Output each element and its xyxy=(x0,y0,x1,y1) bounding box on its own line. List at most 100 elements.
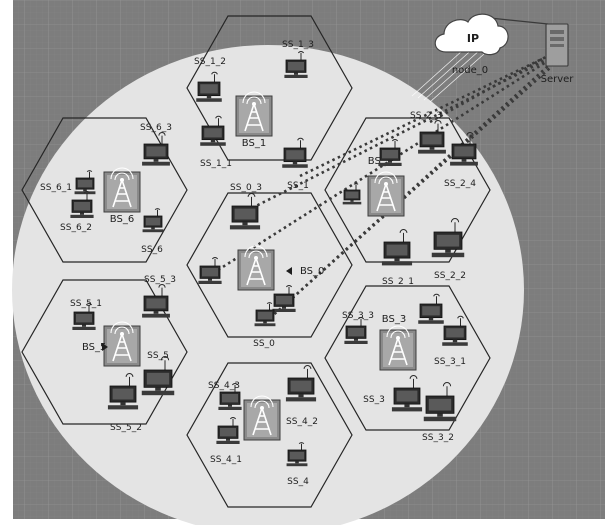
antenna-tower-icon xyxy=(374,171,398,212)
subscriber-station-ss-4[interactable]: SS_4 xyxy=(286,442,310,487)
base-station-bs-2[interactable]: BS_2 xyxy=(367,156,405,217)
workstation-icon xyxy=(286,442,308,467)
ip-cloud-node[interactable]: IP node_0 xyxy=(434,13,509,76)
subscriber-station-label: SS_4 xyxy=(287,477,309,487)
cloud-title: IP xyxy=(467,32,479,45)
subscriber-station-label: SS_3_2 xyxy=(422,433,454,443)
flow-ss03-server xyxy=(251,58,547,210)
subscriber-station-label: SS_1 xyxy=(287,181,309,191)
subscriber-station-ss-1-2[interactable]: SS_1_2 xyxy=(194,57,226,102)
subscriber-station-ss-0-1[interactable] xyxy=(272,285,296,312)
subscriber-station-label: SS_0 xyxy=(253,339,275,349)
workstation-icon xyxy=(418,120,446,154)
base-station-label: BS_1 xyxy=(242,138,266,149)
antenna-tower-icon xyxy=(250,395,274,436)
subscriber-station-ss-2-4[interactable]: SS_2_4 xyxy=(444,132,478,189)
subscriber-station-label: SS_3_1 xyxy=(434,357,466,367)
subscriber-station-ss-3-2[interactable]: SS_3_2 xyxy=(422,382,457,443)
subscriber-station-ss-4-1[interactable]: SS_4_1 xyxy=(210,417,242,465)
cell-hexagon-5 xyxy=(21,279,188,425)
workstation-icon xyxy=(342,183,362,205)
base-station-label: BS_3 xyxy=(382,314,406,325)
subscriber-station-label: SS_4_1 xyxy=(210,455,242,465)
workstation-icon xyxy=(142,284,170,318)
subscriber-station-label: SS_3_3 xyxy=(342,311,374,321)
subscriber-station-ss-2-3[interactable]: SS_2_3 xyxy=(410,111,446,154)
subscriber-station-label: SS_2_4 xyxy=(444,179,476,189)
workstation-icon xyxy=(218,383,242,410)
subscriber-station-label: SS_4_3 xyxy=(208,381,240,391)
antenna-tower-icon xyxy=(386,325,410,366)
workstation-icon xyxy=(254,302,276,327)
subscriber-station-ss-3[interactable]: SS_3 xyxy=(363,375,423,412)
workstation-icon xyxy=(285,365,317,402)
antenna-tower-icon xyxy=(242,91,266,132)
subscriber-station-ss-2-mid[interactable] xyxy=(342,183,362,205)
workstation-icon xyxy=(450,132,478,166)
workstation-icon xyxy=(378,139,402,166)
subscriber-station-ss-5-3[interactable]: SS_5_3 xyxy=(142,275,176,318)
subscriber-station-ss-5-1[interactable]: SS_5_1 xyxy=(70,299,102,330)
workstation-icon xyxy=(198,257,222,284)
subscriber-station-ss-1[interactable]: SS_1 xyxy=(282,137,309,191)
base-station-bs-6[interactable]: BS_6 xyxy=(103,167,141,225)
workstation-icon xyxy=(344,317,368,344)
base-station-bs-4[interactable] xyxy=(243,395,281,441)
subscriber-station-ss-3-top[interactable] xyxy=(418,293,444,324)
cell-hexagon-3 xyxy=(324,285,491,431)
subscriber-station-label: SS_1_1 xyxy=(200,159,232,169)
workstation-icon xyxy=(431,218,465,258)
cell-hexagon-2 xyxy=(324,117,491,263)
subscriber-station-label: SS_5 xyxy=(147,351,169,361)
subscriber-station-ss-0-3[interactable]: SS_0_3 xyxy=(229,183,262,230)
cloud-server-link xyxy=(489,17,549,25)
subscriber-station-ss-6[interactable]: SS_6 xyxy=(141,208,164,255)
subscriber-station-label: SS_5_2 xyxy=(110,423,142,433)
subscriber-station-label: SS_6_2 xyxy=(60,223,92,233)
server-bay xyxy=(550,44,564,47)
base-station-label: BS_0 xyxy=(300,266,324,277)
subscriber-station-label: SS_5_1 xyxy=(70,299,102,309)
server-node[interactable]: Server xyxy=(541,23,575,85)
base-station-label: BS_2 xyxy=(368,156,392,167)
subscriber-station-ss-5-2[interactable]: SS_5_2 xyxy=(107,373,142,433)
subscriber-station-ss-3-1[interactable]: SS_3_1 xyxy=(434,315,468,367)
subscriber-station-ss-1-1[interactable]: SS_1_1 xyxy=(200,115,232,169)
subscriber-station-ss-0[interactable]: SS_0 xyxy=(253,302,276,349)
subscriber-station-ss-2-top[interactable] xyxy=(378,139,402,166)
base-station-bs-3[interactable]: BS_3 xyxy=(379,314,417,371)
cell-hexagon-4 xyxy=(186,362,353,508)
subscriber-station-ss-2-1[interactable]: SS_2_1 xyxy=(381,229,414,287)
subscriber-station-label: SS_6 xyxy=(141,245,163,255)
cell-hexagon-1 xyxy=(186,15,353,161)
workstation-icon xyxy=(216,417,240,444)
antenna-tower-icon xyxy=(110,167,134,208)
base-station-bs-0[interactable]: BS_0 xyxy=(237,245,324,291)
workstation-icon xyxy=(200,115,226,146)
workstation-icon xyxy=(196,71,222,102)
pointer-arrow-icon xyxy=(286,267,292,275)
flow-ss01-server xyxy=(287,65,549,303)
workstation-icon xyxy=(141,356,175,396)
subscriber-station-label: SS_5_3 xyxy=(144,275,176,285)
subscriber-station-ss-6-3[interactable]: SS_6_3 xyxy=(140,123,172,166)
workstation-icon xyxy=(142,132,170,166)
subscriber-station-ss-1-3[interactable]: SS_1_3 xyxy=(282,40,314,78)
workstation-icon xyxy=(72,303,96,330)
subscriber-station-ss-4-3[interactable]: SS_4_3 xyxy=(208,381,242,410)
flow-ss0-server xyxy=(269,67,551,319)
cell-grid xyxy=(21,15,491,508)
subscriber-station-label: SS_1_3 xyxy=(282,40,314,50)
cloud-icon xyxy=(434,13,509,56)
subscriber-station-ss-3-3[interactable]: SS_3_3 xyxy=(342,311,374,344)
base-station-bs-5[interactable]: BS_5 xyxy=(82,321,141,367)
subscriber-station-ss-0-2[interactable] xyxy=(198,257,222,284)
subscriber-station-label: SS_1_2 xyxy=(194,57,226,67)
flow-ss23-server xyxy=(429,56,545,124)
subscriber-station-ss-4-2[interactable]: SS_4_2 xyxy=(285,365,318,427)
base-station-bs-1[interactable]: BS_1 xyxy=(235,91,273,149)
subscriber-station-ss-6-2[interactable]: SS_6_2 xyxy=(60,191,94,233)
subscriber-station-ss-5[interactable]: SS_5 xyxy=(141,351,175,396)
subscriber-station-ss-2-2[interactable]: SS_2_2 xyxy=(431,218,466,281)
